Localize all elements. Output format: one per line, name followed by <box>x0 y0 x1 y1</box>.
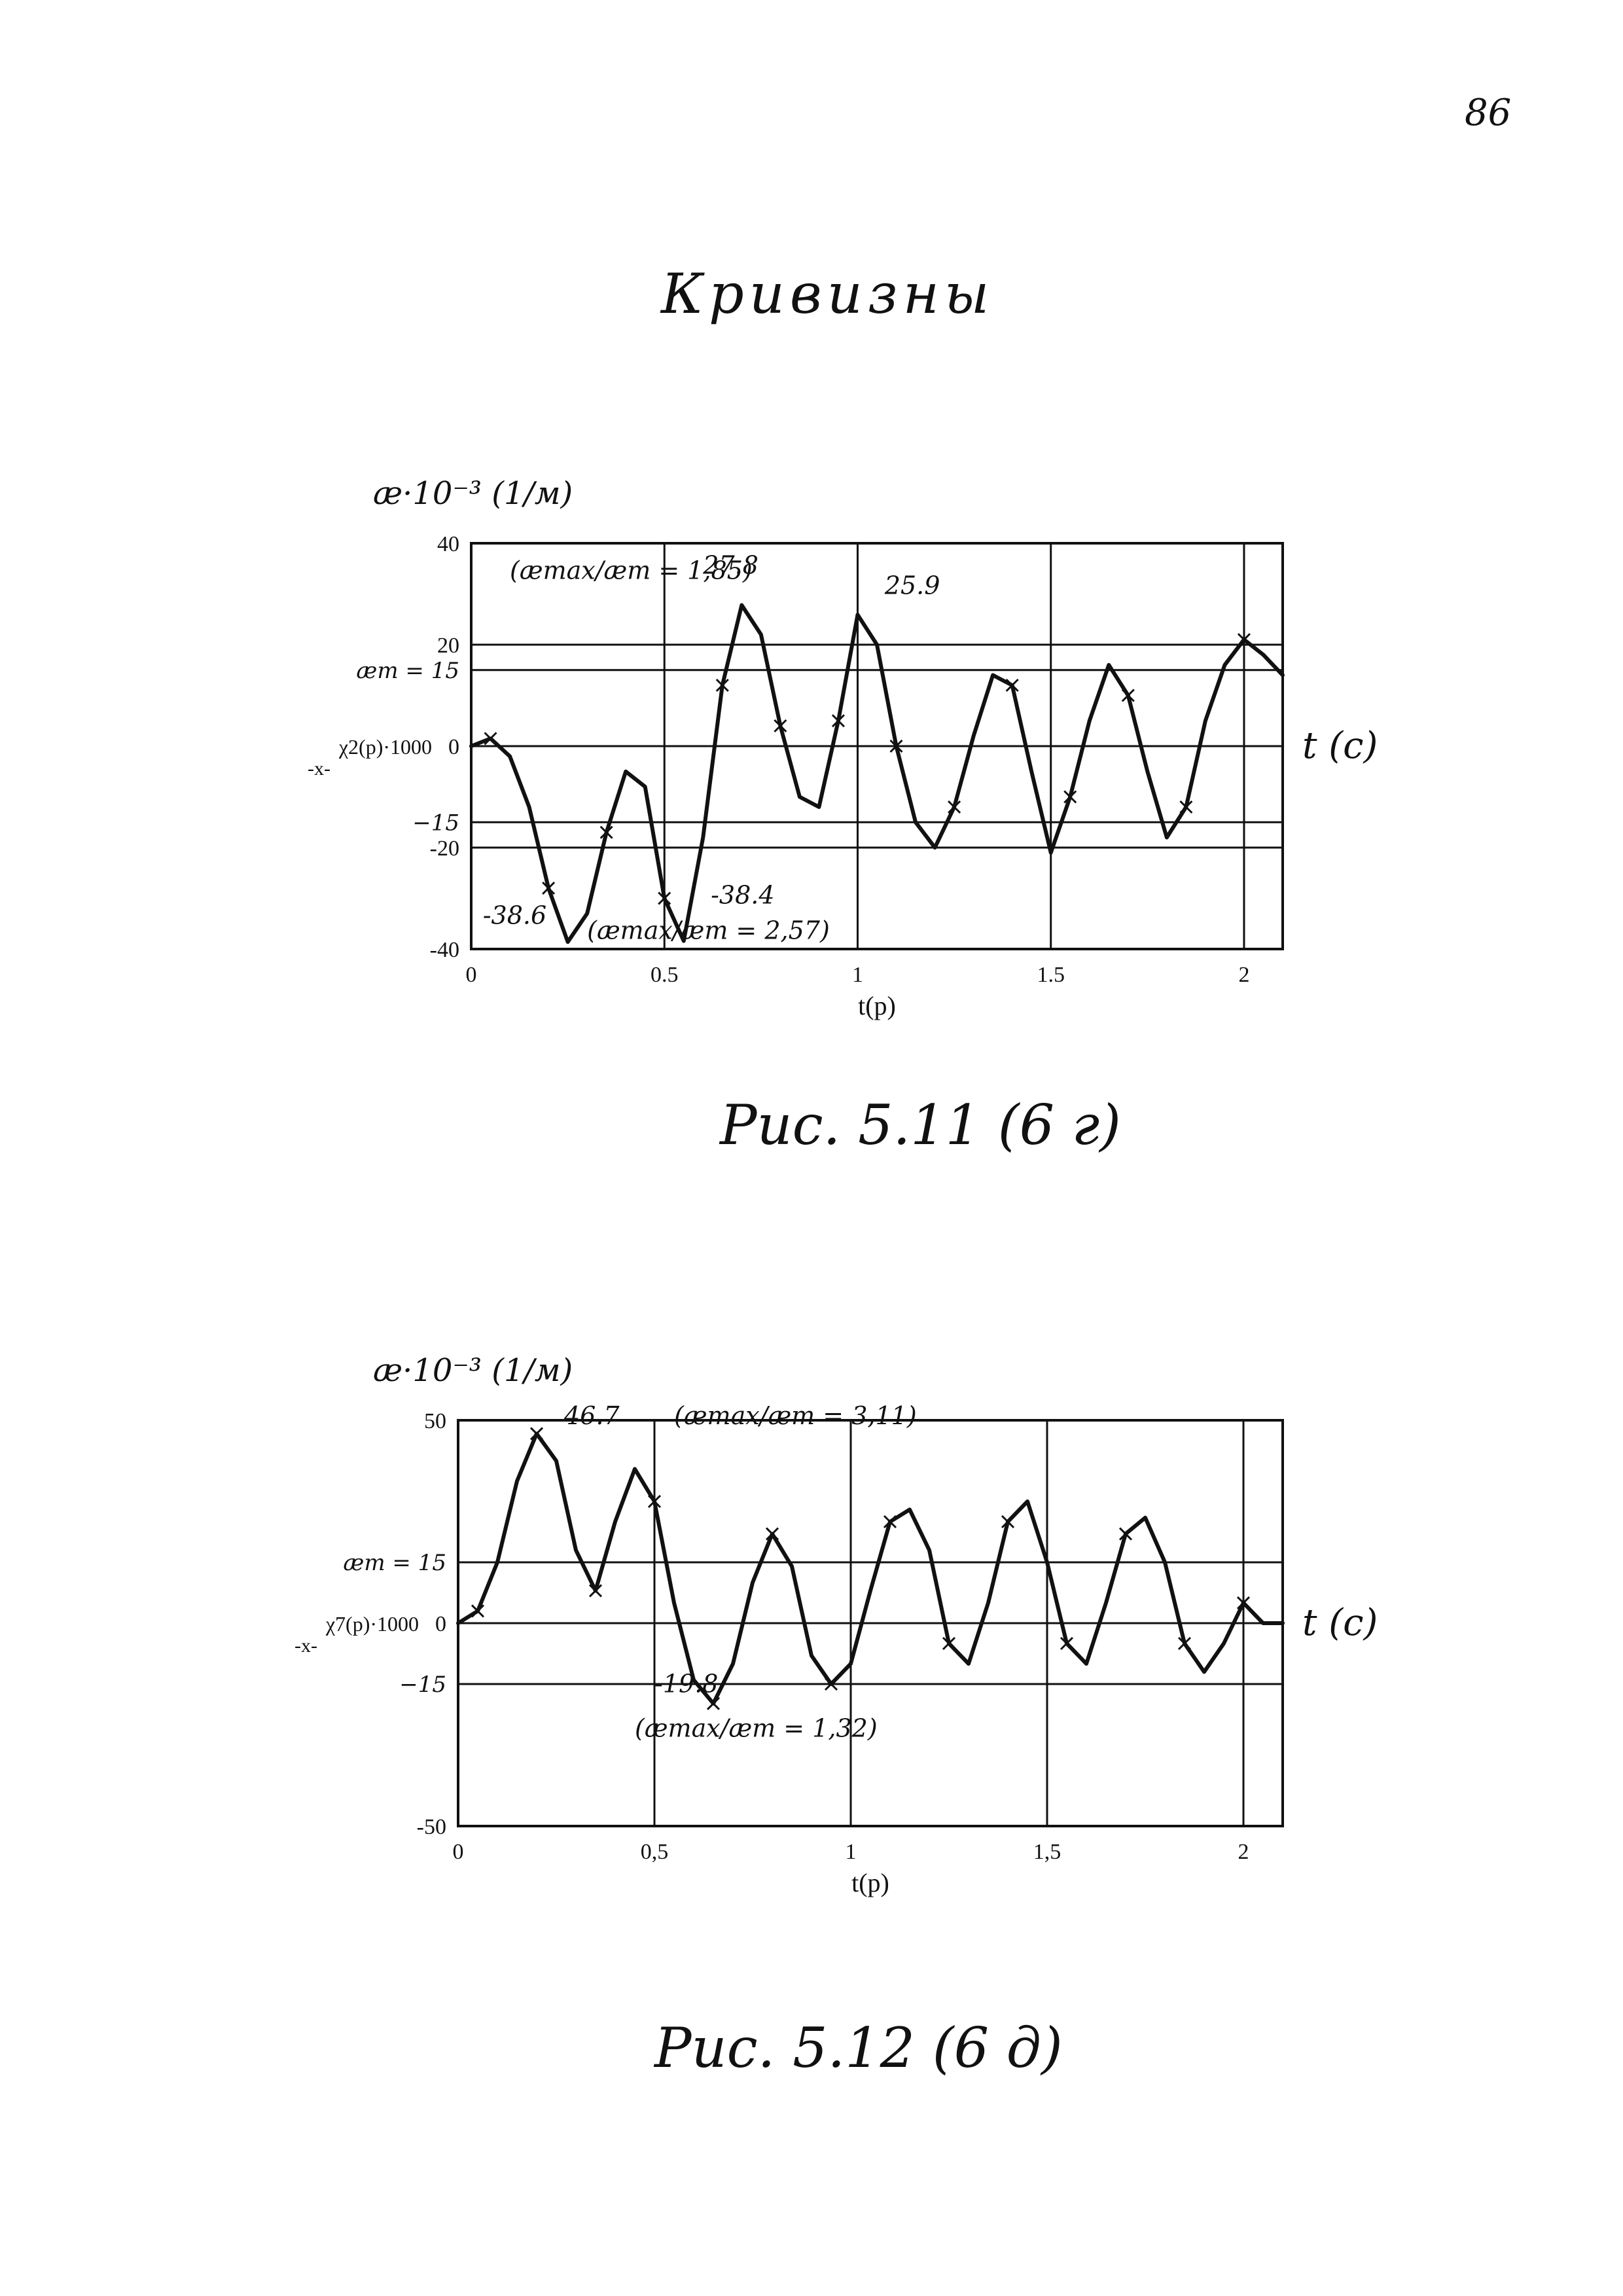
value-annotation: (æmax/æт = 3,11) <box>674 1401 917 1430</box>
y-axis-label: æ·10⁻³ (1/м) <box>373 1352 573 1389</box>
page-number: 86 <box>1465 92 1512 134</box>
page-title: Кривизны <box>661 262 995 326</box>
threshold-label: −15 <box>412 810 459 836</box>
y-tick-label: -50 <box>417 1815 446 1839</box>
value-annotation: -19.8 <box>654 1669 718 1698</box>
y-tick-label: -40 <box>430 938 459 962</box>
series-label: χ7(p)·1000 <box>325 1612 419 1636</box>
series-marker-label: -x- <box>294 1635 317 1657</box>
x-tick-label: 0.5 <box>651 963 679 987</box>
series-line <box>456 1431 1285 1706</box>
y-tick-label: 50 <box>424 1409 446 1433</box>
data-marker <box>1005 678 1019 692</box>
data-marker <box>529 1427 544 1441</box>
x-tick-label: 2 <box>1238 963 1249 987</box>
data-marker <box>1063 790 1077 804</box>
series-line <box>469 603 1285 944</box>
data-marker <box>588 1584 603 1598</box>
data-marker <box>831 714 846 728</box>
value-annotation: (æmax/æт = 1,32) <box>635 1714 878 1743</box>
x-tick-label: 2 <box>1238 1840 1249 1864</box>
data-marker <box>484 732 497 745</box>
chart-curvature-5-12: 0 0,5 1 1,5 2 50 0 -50 æт = 15 −15 46.7 (æmax/æт = … <box>294 1352 1378 1897</box>
x-tick-label: 1 <box>852 963 863 987</box>
y-axis-label: æ·10⁻³ (1/м) <box>373 475 573 512</box>
x-tick-label: 0 <box>453 1840 464 1864</box>
threshold-label: −15 <box>399 1672 446 1698</box>
figure-caption-5-11: Рис. 5.11 (6 г) <box>720 1093 1121 1157</box>
y-tick-label: 20 <box>437 634 459 658</box>
data-marker <box>658 891 671 905</box>
threshold-label: æт = 15 <box>343 1550 446 1576</box>
data-marker <box>542 881 556 895</box>
y-tick-label: -20 <box>430 836 459 861</box>
value-annotation: 25.9 <box>884 571 940 600</box>
data-marker <box>706 1696 721 1710</box>
data-marker <box>942 1636 956 1651</box>
data-marker <box>774 719 787 733</box>
y-tick-label: 0 <box>448 735 459 759</box>
data-marker <box>824 1677 838 1691</box>
data-marker <box>1236 1596 1251 1610</box>
chart-curvature-5-11: 0 0.5 1 1.5 2 40 20 0 -20 -40 æт = 15 −15 (æmax/æт =… <box>308 475 1378 1020</box>
data-marker <box>1118 1527 1133 1541</box>
data-marker <box>1179 800 1193 814</box>
series-label: χ2(p)·1000 <box>338 735 432 759</box>
x-tick-label: 1.5 <box>1037 963 1065 987</box>
series-marker-label: -x- <box>308 758 330 780</box>
data-marker <box>599 825 613 839</box>
value-annotation: 46.7 <box>563 1401 620 1430</box>
x-tick-label: 0,5 <box>641 1840 669 1864</box>
value-annotation: 27.8 <box>702 551 758 580</box>
data-marker <box>1121 689 1135 702</box>
x-axis-note: t (c) <box>1302 1602 1378 1644</box>
x-tick-label: 1,5 <box>1033 1840 1061 1864</box>
x-axis-note: t (c) <box>1302 725 1378 767</box>
x-axis-label: t(p) <box>858 991 896 1020</box>
figure-caption-5-12: Рис. 5.12 (6 д) <box>654 2016 1063 2080</box>
value-annotation: (æmax/æт = 2,57) <box>587 916 830 945</box>
y-tick-label: 0 <box>435 1612 446 1636</box>
x-tick-label: 1 <box>846 1840 857 1864</box>
data-marker <box>1237 633 1251 647</box>
data-marker <box>471 1604 485 1618</box>
data-marker <box>765 1527 779 1541</box>
threshold-label: æт = 15 <box>356 658 459 684</box>
value-annotation: -38.6 <box>483 901 546 929</box>
data-marker <box>1177 1636 1192 1651</box>
x-tick-label: 0 <box>466 963 477 987</box>
y-tick-label: 40 <box>437 532 459 556</box>
value-annotation: (æmax/æт = 1,85) <box>510 556 753 584</box>
data-marker <box>647 1494 662 1509</box>
data-marker <box>948 800 961 814</box>
x-axis-label: t(p) <box>851 1868 889 1897</box>
value-annotation: -38.4 <box>711 880 774 909</box>
data-marker <box>889 739 903 753</box>
data-marker <box>1060 1636 1074 1651</box>
data-marker <box>715 678 729 692</box>
data-marker <box>1001 1515 1015 1529</box>
data-marker <box>883 1515 897 1529</box>
